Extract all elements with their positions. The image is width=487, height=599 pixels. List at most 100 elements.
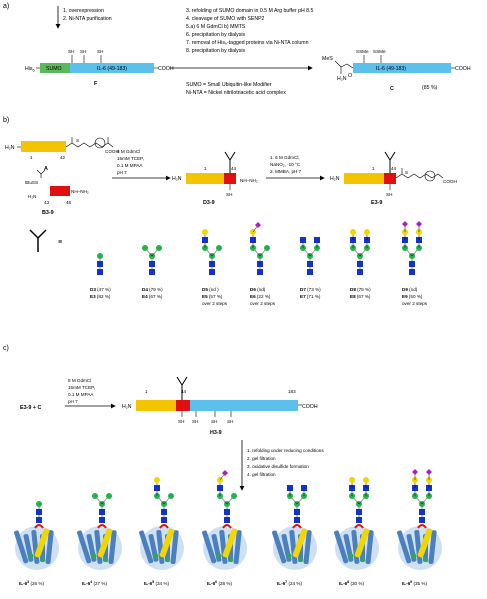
a-h2n: H₂N [5,145,15,151]
h-cooh: COOH [302,404,318,410]
h-il6 [190,400,298,411]
c-mes: MeS [322,56,333,62]
his-tag-label: His6 [25,66,35,73]
sumo-domain [40,63,70,73]
glcnac-icon [257,269,263,275]
f-cooh: COOH [158,66,174,72]
il6-glycoform: IL-64 (27 %) [77,493,122,586]
glycoform-label: IL-66 (28 %) [207,580,232,586]
compound-a: A [44,166,48,172]
step-4: 4. cleavage of SUMO with SENP2 [186,16,265,22]
d-yield-label: D6 (nd) [250,287,266,292]
c-cond-3: 0.1 M MPAA [68,392,94,397]
mannose-icon [36,501,42,507]
sialic-acid-icon [402,221,408,227]
il6-domain [70,63,154,73]
sh-1: SH [68,49,74,54]
glcnac-icon [36,509,42,515]
b-cond-3: 0.1 M MPAA [117,163,143,168]
svg-text:S: S [405,170,408,175]
panel-b: b) H₂N 1 42 S COOH A tBuSS H₂N NH–NH₂ 43… [3,117,457,306]
glcnac-icon [356,517,362,523]
compound-b: B3-9 [42,210,54,216]
glcnac-icon [97,261,103,267]
compound-d: D3-9 [203,200,215,206]
mannose-icon [156,245,162,251]
a-num-42: 42 [60,155,66,160]
glycoform-label: IL-67 (24 %) [277,580,302,586]
glycoform-label: IL-65 (34 %) [144,580,169,586]
glcnac-icon [154,485,160,491]
glcnac-icon [357,261,363,267]
glycoform-label: IL-63 (26 %) [19,580,44,586]
h-num-1: 1 [145,389,148,394]
glcnac-icon [419,517,425,523]
d-sh: SH [226,192,232,197]
glcnac-icon [409,269,415,275]
galactose-icon [202,229,208,235]
b-cond-4: pH 7 [117,170,127,175]
reactants: E3-9 + C [20,405,42,411]
step-5: 5.a) 6 M GdmCl b) MMTS [186,24,246,30]
e-num-1: 1 [372,166,375,171]
svg-text:S: S [76,138,79,143]
b-num-48: 48 [66,200,72,205]
compound-e: E3-9 [371,200,382,206]
fold-step-1: 1. refolding under reducing conditions [247,448,324,453]
e-yield-label: E4 (67 %) [142,294,163,299]
il6-glycoform: IL-63 (26 %) [14,501,59,586]
e-yield-label: E5 (57 %) [202,294,223,299]
h-num-183: 183 [288,389,296,394]
step-7: 7. removal of His₆-tagged proteins via N… [186,40,309,46]
d-yield-label: D8 (75 %) [350,287,371,292]
h-sh-2: SH [192,419,198,424]
h-sh-4: SH [227,419,233,424]
sh-2: SH [80,49,86,54]
d-peptide [186,173,224,184]
d-yield-label: D3 (47 %) [90,287,111,292]
il6-glycoform: IL-69 (35 %) [397,469,442,586]
glycoform-label: IL-64 (27 %) [82,580,107,586]
glycan-labels: D3 (47 %)E3 (82 %)D4 (79 %)E4 (67 %)D5 (… [90,287,428,306]
glycan-structure [202,229,222,275]
glcnac-icon [224,517,230,523]
galactose-icon [154,477,160,483]
e-sh: SH [386,192,392,197]
glcnac-icon [217,485,223,491]
glcnac-icon [36,517,42,523]
mannose-icon [168,493,174,499]
ninta-definition: Ni-NTA = Nickel nitrilotriacetic acid co… [186,90,286,96]
glcnac-icon [97,269,103,275]
e-cond-3: 2. MMBA, pH 7 [270,169,302,174]
il6-label: IL-6 (49-183) [97,66,127,72]
e-yield-label: E7 (71 %) [300,294,321,299]
b-cond-1: 8 M GdmCl [117,149,140,154]
panel-b-label: b) [3,117,9,124]
e-yield-label: E6 (22 %) [250,294,271,299]
c-il6-domain [353,63,451,73]
protein-structure-icon [272,524,317,570]
c-ssme-2: SSMe [373,49,386,54]
h-ligation [176,400,190,411]
b-tbuss: tBuSS [25,180,38,185]
il6-glycoform: IL-66 (28 %) [202,470,247,586]
glycan-structure [300,237,320,275]
step-6: 6. precipitation by dialysis [186,32,246,38]
panel-c: c) E3-9 + C 8 M GdmCl 15mM TCEP, 0.1 M M… [3,345,442,586]
glcnac-icon [224,509,230,515]
sumo-label: SUMO [46,66,62,72]
h-num-44: 44 [181,389,187,394]
galactose-icon [363,477,369,483]
step-3: 3. refolding of SUMO domain in 0.5 M Arg… [186,8,313,14]
glcnac-icon [161,517,167,523]
svg-text:O: O [348,73,352,79]
b-nhnh2: NH–NH₂ [71,189,89,194]
step-note: over 2 steps [402,301,428,306]
h-sh-1: SH [178,419,184,424]
step-note: over 2 steps [202,301,228,306]
panel-a-label: a) [3,3,9,10]
d-yield-label: D5 (nd ) [202,287,219,292]
glcnac-icon [419,509,425,515]
mannose-icon [106,493,112,499]
